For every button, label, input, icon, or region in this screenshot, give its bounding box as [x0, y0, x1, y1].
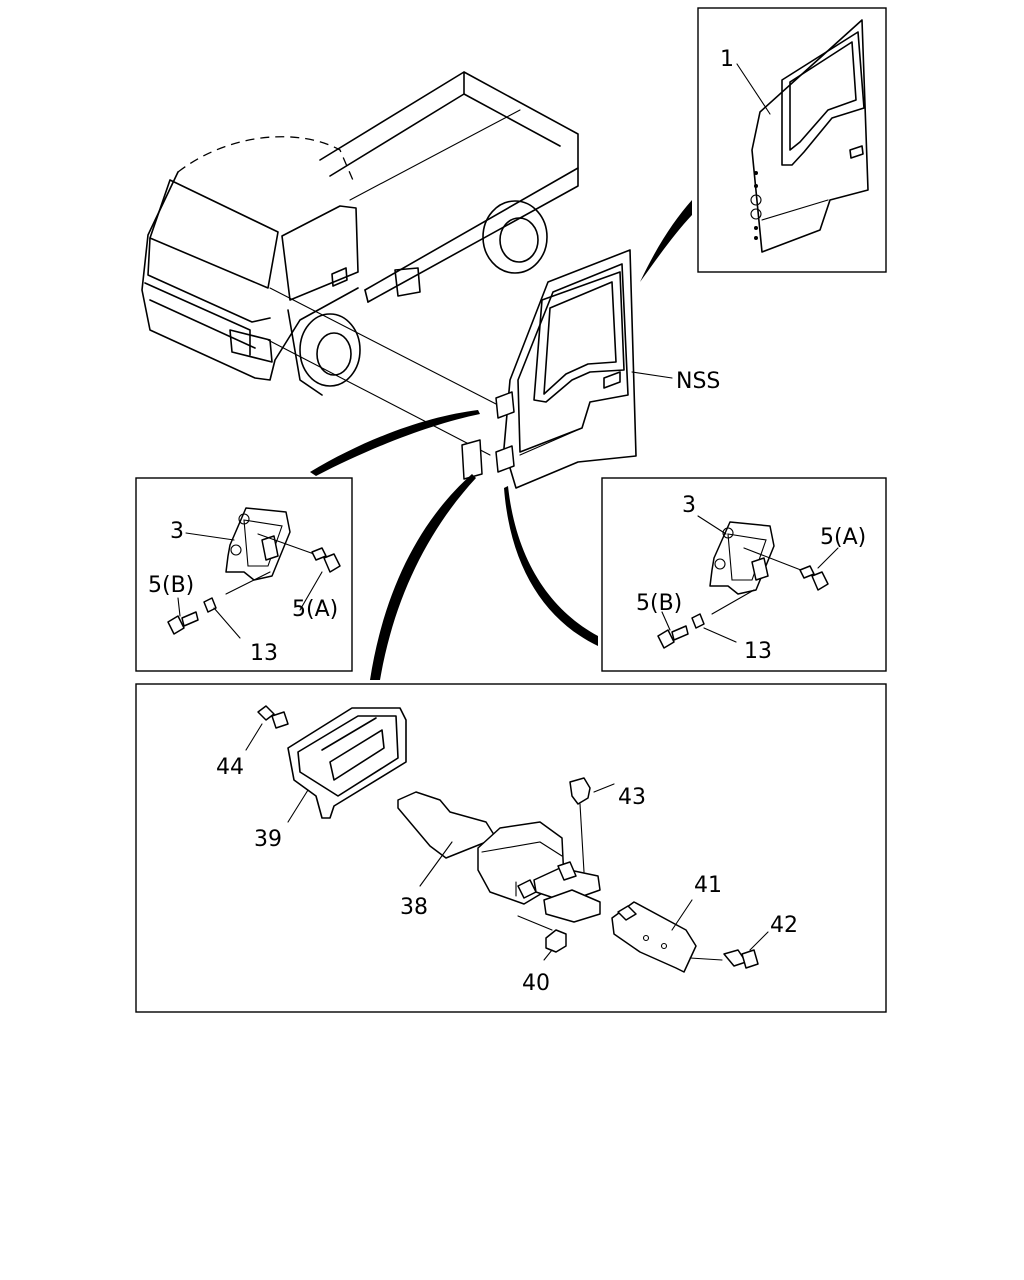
inset-door-panel: 1: [697, 7, 887, 273]
label-left-5a: 5(A): [292, 597, 338, 622]
connector-arcs: [310, 200, 692, 680]
label-left-5b: 5(B): [148, 573, 194, 598]
label-38: 38: [400, 895, 428, 920]
label-right-3: 3: [682, 493, 696, 518]
label-nss: NSS: [676, 369, 720, 394]
label-right-13: 13: [744, 639, 772, 664]
inset-left-hinge: 3 5(A) 5(B) 13: [135, 477, 353, 672]
label-1: 1: [720, 47, 734, 72]
inset-check-link: 39 44 38 43 40 41: [135, 683, 887, 1013]
label-42: 42: [770, 913, 798, 938]
label-39: 39: [254, 827, 282, 852]
inset-right-hinge: 3 5(A) 5(B) 13: [601, 477, 887, 672]
label-right-5b: 5(B): [636, 591, 682, 616]
label-43: 43: [618, 785, 646, 810]
label-left-13: 13: [250, 641, 278, 666]
label-41: 41: [694, 873, 722, 898]
truck-illustration: [141, 71, 579, 456]
label-40: 40: [522, 971, 550, 996]
label-left-3: 3: [170, 519, 184, 544]
label-right-5a: 5(A): [820, 525, 866, 550]
door-main: [461, 249, 637, 489]
label-44: 44: [216, 755, 244, 780]
